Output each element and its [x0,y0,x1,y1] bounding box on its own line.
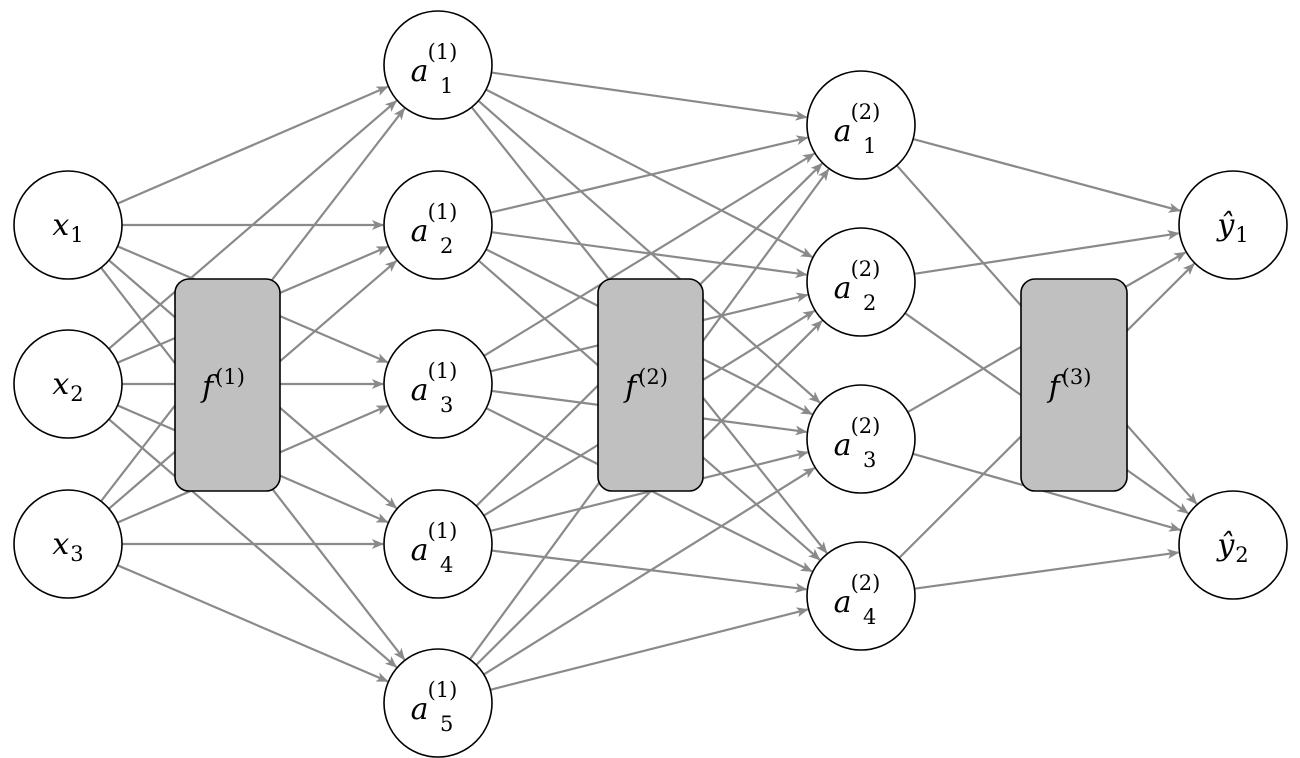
node-label-input-3: x3 [52,527,83,566]
function-box-f3: f(3) [1020,278,1128,492]
edge-hidden2-2-to-output-1 [914,230,1180,275]
node-label-hidden1-4: a(1) [411,519,458,568]
function-box-f2: f(2) [597,278,704,492]
nodes-group: x1x2x3a(1)1a(1)2a(1)3a(1)4a(1)5a(2)1a(2)… [13,10,1288,758]
function-boxes-group: f(1) f(2) f(3) [174,278,1128,492]
node-subscript-hidden2-2: 2 [863,291,876,315]
node-label-input-1: x1 [52,208,83,247]
edge-hidden2-4-to-output-2 [914,549,1180,590]
function-box-f1: f(1) [174,278,281,492]
node-input-3: x3 [13,489,123,599]
edge-input-3-to-hidden1-5 [117,564,389,683]
node-label-hidden2-3: a(2) [834,414,881,463]
node-input-1: x1 [13,170,123,280]
node-hidden1-3: a(1)3 [383,329,493,439]
node-subscript-hidden1-5: 5 [440,712,453,736]
node-hidden1-4: a(1)4 [383,489,493,599]
edge-hidden1-1-to-hidden2-2 [485,88,813,258]
node-subscript-hidden2-4: 4 [863,605,876,629]
edge-input-2-to-hidden1-1 [108,100,398,350]
node-subscript-hidden2-3: 3 [863,448,876,472]
node-hidden1-2: a(1)2 [383,170,493,280]
node-label-output-1: ŷ1 [1215,208,1248,247]
node-hidden2-3: a(2)3 [806,384,916,494]
node-hidden1-5: a(1)5 [383,648,493,758]
node-subscript-hidden2-1: 1 [863,134,876,158]
edge-input-1-to-hidden1-1 [117,85,389,205]
edge-hidden2-3-to-output-2 [912,452,1182,532]
node-hidden2-1: a(2)1 [806,70,916,180]
node-label-input-2: x2 [52,367,83,406]
node-label-hidden2-2: a(2) [834,257,881,306]
node-subscript-hidden1-1: 1 [440,74,453,98]
edge-hidden1-3-to-hidden2-1 [483,152,815,357]
node-subscript-hidden1-4: 4 [440,553,453,577]
edge-hidden1-2-to-hidden2-2 [491,231,808,279]
edge-hidden1-5-to-hidden2-4 [490,607,809,691]
node-subscript-hidden1-2: 2 [440,234,453,258]
node-label-hidden1-5: a(1) [411,678,458,727]
node-hidden1-1: a(1)1 [383,10,493,120]
edge-hidden1-1-to-hidden2-3 [477,99,821,404]
edge-hidden1-5-to-hidden2-2 [475,320,823,666]
node-input-2: x2 [13,329,123,439]
node-label-hidden1-3: a(1) [411,359,458,408]
node-hidden2-2: a(2)2 [806,227,916,337]
node-label-hidden2-4: a(2) [834,571,881,620]
edge-hidden1-4-to-hidden2-4 [491,549,808,593]
node-label-hidden1-2: a(1) [411,200,458,249]
node-hidden2-4: a(2)4 [806,541,916,651]
edge-hidden1-2-to-hidden2-1 [490,135,809,214]
node-output-2: ŷ2 [1178,490,1288,600]
node-label-hidden2-1: a(2) [834,100,881,149]
node-output-1: ŷ1 [1178,170,1288,280]
edge-hidden1-1-to-hidden2-1 [491,71,808,121]
edge-hidden2-1-to-output-1 [912,137,1181,213]
node-label-hidden1-1: a(1) [411,40,458,89]
node-subscript-hidden1-3: 3 [440,393,453,417]
node-label-output-2: ŷ2 [1215,528,1248,567]
edge-hidden1-5-to-hidden2-3 [483,467,816,676]
